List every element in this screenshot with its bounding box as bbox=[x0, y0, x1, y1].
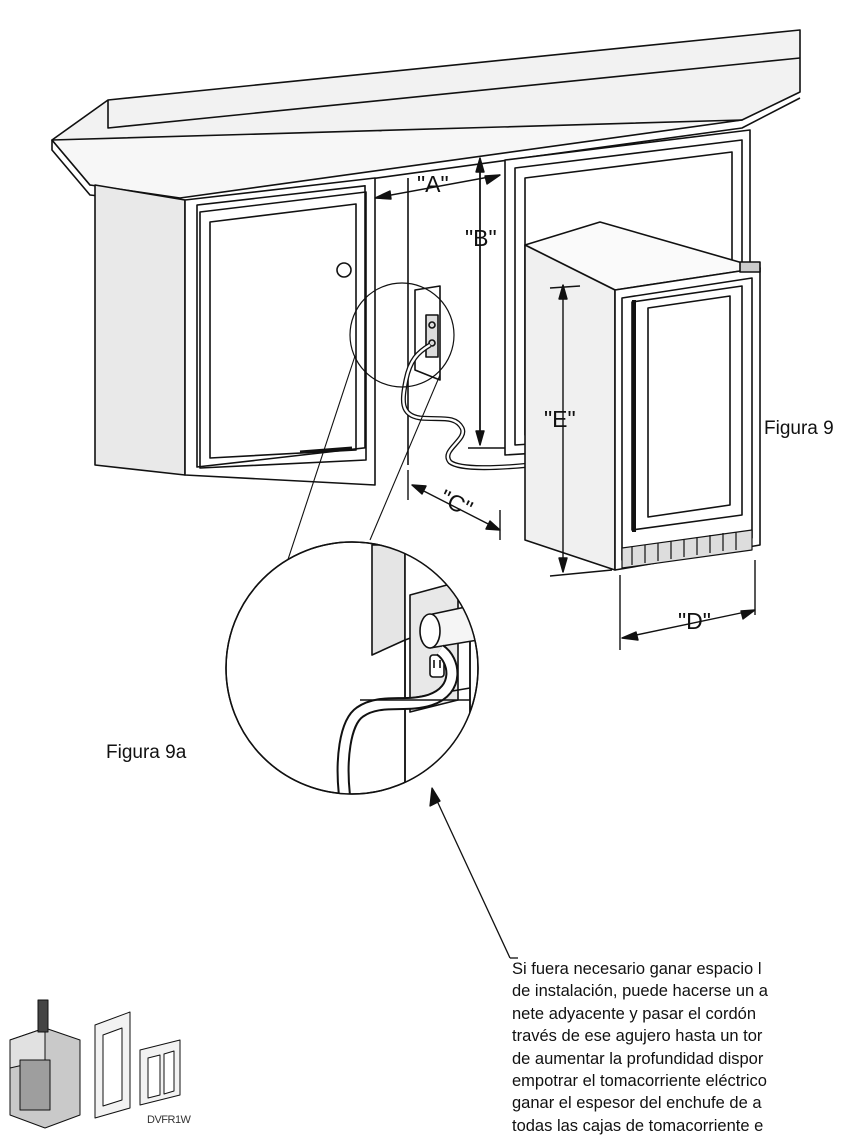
beverage-center bbox=[524, 221, 761, 571]
dim-a-label: "A" bbox=[417, 171, 449, 197]
product-thumbnail bbox=[9, 999, 181, 1129]
note-line: través de ese agujero hasta un tor bbox=[512, 1027, 763, 1046]
figure-9a-label: Figura 9a bbox=[106, 742, 187, 763]
callout-circle-small bbox=[349, 282, 455, 388]
dimension-lines bbox=[374, 157, 756, 650]
note-line: de aumentar la profundidad dispor bbox=[512, 1049, 764, 1068]
dim-b-label: "B" bbox=[465, 225, 497, 251]
installation-note: Si fuera necesario ganar espacio l de in… bbox=[512, 958, 856, 1137]
detail-view bbox=[225, 541, 479, 795]
dim-e-label: "E" bbox=[544, 406, 576, 432]
note-line: todas las cajas de tomacorriente e bbox=[512, 1116, 764, 1135]
countertop bbox=[51, 29, 801, 206]
left-cabinet bbox=[94, 177, 376, 486]
product-caption: DVFR1W bbox=[147, 1114, 191, 1126]
note-line: empotrar el tomacorriente eléctrico bbox=[512, 1072, 767, 1091]
dim-c-label: "C" bbox=[436, 484, 477, 522]
door-knob bbox=[336, 262, 352, 278]
note-line: Si fuera necesario ganar espacio l bbox=[512, 960, 762, 978]
vent-grille bbox=[621, 529, 753, 569]
leader-arrow bbox=[429, 787, 518, 959]
dim-d-label: "D" bbox=[678, 608, 711, 634]
note-line: nete adyacente y pasar el cordón bbox=[512, 1004, 756, 1023]
note-line: ganar el espesor del enchufe de a bbox=[512, 1094, 762, 1113]
note-line: de instalación, puede hacerse un a bbox=[512, 982, 768, 1001]
figure-9-label: Figura 9 bbox=[764, 418, 834, 439]
